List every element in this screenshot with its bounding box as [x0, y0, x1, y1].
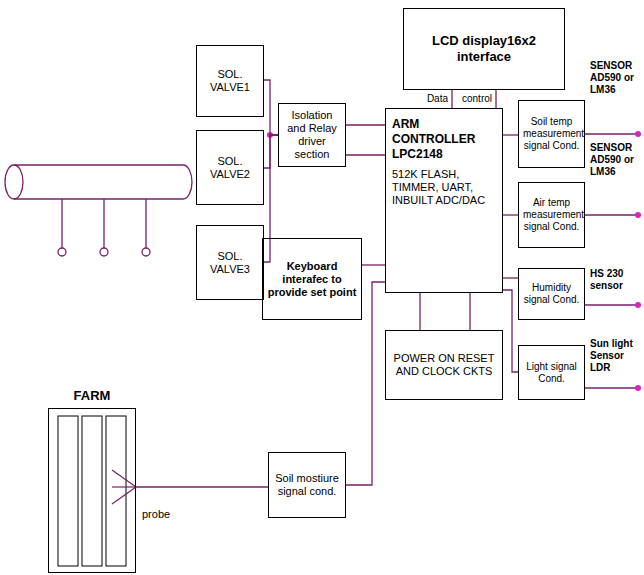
signal-box: Soil temp measurement signal Cond. [518, 100, 585, 168]
box-title: Soil mostiure signal cond. [273, 472, 341, 498]
box-title: Isolation and Relay driver section [283, 109, 341, 161]
signal-wire [362, 264, 385, 265]
text-wrap: LCD display16x2 interface [408, 33, 560, 65]
text-wrap: Soil temp measurement signal Cond. [523, 116, 580, 152]
signal-wire [346, 282, 385, 485]
signal-wire [264, 80, 278, 135]
box-title: Light signal Cond. [523, 361, 580, 385]
text-wrap: SOL. VALVE2 [201, 155, 259, 181]
text-wrap: Humidity signal Cond. [523, 282, 580, 306]
box-body: 512K FLASH, TIMMER, UART, INBUILT ADC/DA… [392, 168, 496, 207]
text-wrap: Light signal Cond. [523, 361, 580, 385]
signal-wire [469, 293, 470, 330]
signal-wire [264, 135, 278, 168]
text-wrap: POWER ON RESET AND CLOCK CKTS [390, 352, 498, 378]
box-title: Keyboard interafec to provide set point [267, 260, 357, 299]
signal-wire [503, 134, 518, 135]
water-pipe [5, 165, 192, 256]
box-title: Soil temp measurement signal Cond. [523, 116, 580, 152]
box-title: SOL. VALVE3 [201, 250, 259, 276]
keyboard-box: Keyboard interafec to provide set point [262, 238, 362, 320]
valve-box: SOL. VALVE1 [196, 45, 264, 117]
valve-box: SOL. VALVE3 [196, 225, 264, 300]
signal-box: Humidity signal Cond. [518, 268, 585, 320]
power-box: POWER ON RESET AND CLOCK CKTS [385, 330, 503, 400]
box-title: SOL. VALVE2 [201, 155, 259, 181]
text-wrap: SOL. VALVE3 [201, 250, 259, 276]
signal-wire [495, 90, 496, 108]
sensor-label: SENSOR AD590 or LM36 [590, 60, 642, 96]
controller-box: ARM CONTROLLER LPC2148 512K FLASH, TIMMER… [385, 108, 503, 293]
sensor-label: HS 230 sensor [590, 268, 642, 292]
signal-wire [503, 277, 518, 278]
signal-box: Soil mostiure signal cond. [268, 452, 346, 518]
signal-box: Light signal Cond. [518, 345, 585, 400]
signal-wire [346, 154, 385, 155]
sensor-label: SENSOR AD590 or LM36 [590, 142, 642, 178]
text-wrap: Isolation and Relay driver section [283, 109, 341, 161]
text-wrap: Soil mostiure signal cond. [273, 472, 341, 498]
signal-box: Air temp measurement signal Cond. [518, 182, 585, 248]
signal-wire [503, 290, 518, 372]
signal-wire [451, 90, 452, 108]
text-wrap: SOL. VALVE1 [201, 68, 259, 94]
sensor-label: Sun light Sensor LDR [590, 338, 642, 374]
farm-outline [48, 408, 136, 573]
signal-wire [346, 124, 385, 125]
box-title: ARM CONTROLLER LPC2148 [392, 117, 496, 162]
signal-name: Data [426, 93, 449, 105]
farm-field: FARM [48, 388, 136, 573]
text-wrap: Keyboard interafec to provide set point [267, 260, 357, 299]
probe-label: probe [142, 508, 170, 520]
box-title: LCD display16x2 interface [408, 33, 560, 65]
display-box: LCD display16x2 interface [403, 8, 565, 90]
signal-wire [136, 486, 268, 487]
text-wrap: Air temp measurement signal Cond. [523, 197, 580, 233]
signal-wire [264, 135, 278, 262]
farm-strips [58, 416, 126, 566]
box-title: Humidity signal Cond. [523, 282, 580, 306]
signal-name: control [461, 93, 493, 105]
farm-heading: FARM [48, 388, 136, 404]
valve-box: SOL. VALVE2 [196, 130, 264, 205]
text-wrap: ARM CONTROLLER LPC2148 512K FLASH, TIMMER… [392, 117, 496, 207]
driver-box: Isolation and Relay driver section [278, 103, 346, 167]
probe-lines [112, 470, 136, 504]
signal-wire [419, 293, 420, 330]
box-title: POWER ON RESET AND CLOCK CKTS [390, 352, 498, 378]
signal-wire [503, 214, 518, 215]
box-title: Air temp measurement signal Cond. [523, 197, 580, 233]
box-title: SOL. VALVE1 [201, 68, 259, 94]
